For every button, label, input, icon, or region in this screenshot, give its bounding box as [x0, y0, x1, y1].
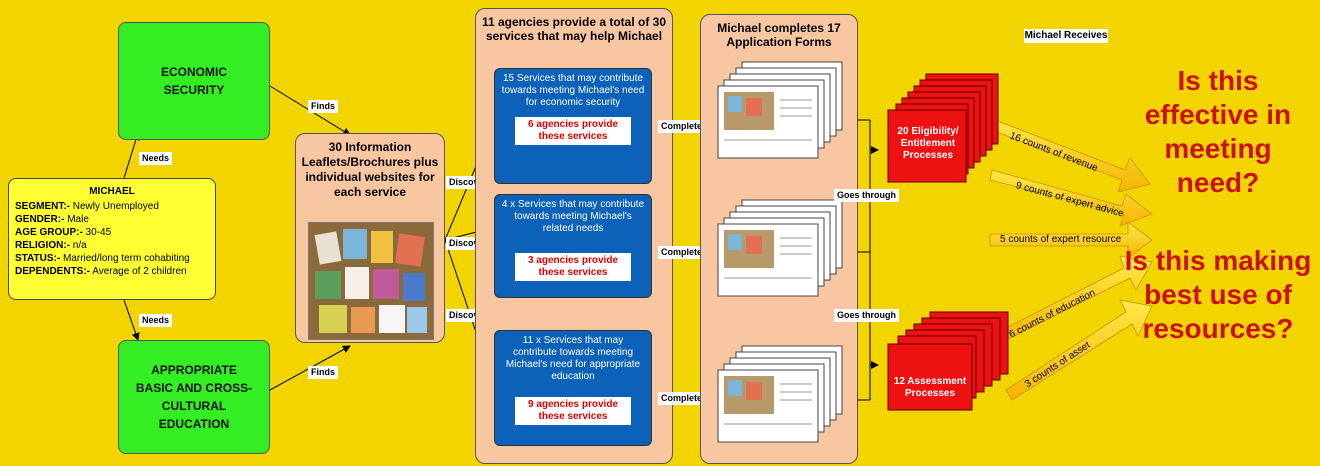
service-box-related-text: 4 x Services that may contribute towards… [501, 199, 645, 234]
assessment-stack [887, 311, 1009, 411]
needs-label-bottom: Needs [139, 314, 173, 327]
economic-security-label: ECONOMIC SECURITY [161, 65, 227, 97]
service-box-economic-agencies: 6 agencies provide these services [515, 117, 631, 145]
receives-title: Michael Receives [1024, 29, 1108, 43]
education-need: APPROPRIATE BASIC AND CROSS-CULTURAL EDU… [118, 340, 270, 454]
education-need-label: APPROPRIATE BASIC AND CROSS-CULTURAL EDU… [135, 363, 253, 431]
brochures-photo [308, 222, 434, 340]
question-effective: Is this effective in meeting need? [1144, 65, 1292, 198]
services-title: 11 agencies provide a total of 30 servic… [481, 15, 667, 43]
profile-row-gender: GENDER:- Male [15, 214, 89, 225]
service-box-economic-text: 15 Services that may contribute towards … [501, 73, 645, 108]
service-box-education: 11 x Services that may contribute toward… [494, 330, 652, 446]
completes-label-1: Completes [658, 120, 711, 133]
profile-row-status: STATUS:- Married/long term cohabiting [15, 253, 190, 264]
forms-stack-1 [717, 61, 843, 159]
service-box-education-agencies: 9 agencies provide these services [515, 397, 631, 425]
profile-row-age-group: AGE GROUP:- 30-45 [15, 227, 112, 238]
profile-name: MICHAEL [89, 186, 135, 197]
service-box-related: 4 x Services that may contribute towards… [494, 194, 652, 298]
profile-card: MICHAEL SEGMENT:- Newly Unemployed GENDE… [8, 178, 216, 300]
outcome-expert-resource: 5 counts of expert resource [1000, 234, 1122, 245]
profile-row-dependents: DEPENDENTS:- Average of 2 children [15, 266, 187, 277]
eligibility-stack [887, 73, 999, 183]
forms-title: Michael completes 17 Application Forms [717, 21, 841, 49]
goes-through-label-1: Goes through [834, 189, 899, 202]
information-title: 30 Information Leaflets/Brochures plus i… [301, 140, 439, 199]
finds-label-bottom: Finds [308, 366, 338, 379]
finds-label-top: Finds [308, 100, 338, 113]
forms-stack-2 [717, 199, 843, 297]
profile-row-segment: SEGMENT:- Newly Unemployed [15, 201, 159, 212]
eligibility-label: 20 Eligibility/ Entitlement Processes [897, 126, 959, 161]
completes-label-3: Completes [658, 392, 711, 405]
assessment-label: 12 Assessment Processes [893, 376, 967, 399]
completes-label-2: Completes [658, 246, 711, 259]
information-panel: 30 Information Leaflets/Brochures plus i… [295, 133, 445, 343]
question-resources: Is this making best use of resources? [1124, 245, 1312, 344]
economic-security-need: ECONOMIC SECURITY [118, 22, 270, 140]
service-box-related-agencies: 3 agencies provide these services [515, 253, 631, 281]
service-box-economic: 15 Services that may contribute towards … [494, 68, 652, 184]
service-box-education-text: 11 x Services that may contribute toward… [505, 335, 641, 382]
goes-through-label-2: Goes through [834, 309, 899, 322]
needs-label-top: Needs [139, 152, 173, 165]
forms-stack-3 [717, 345, 843, 443]
profile-row-religion: RELIGION:- n/a [15, 240, 87, 251]
outcome-arrows [985, 117, 1153, 401]
